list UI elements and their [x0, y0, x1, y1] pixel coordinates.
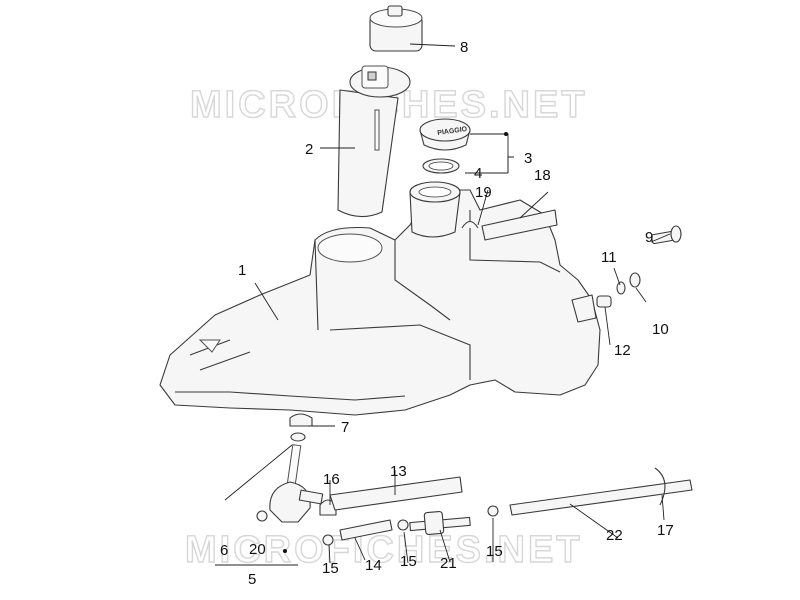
callout-20: 20: [249, 541, 266, 558]
callout-8: 8: [460, 39, 468, 56]
part-16-clamp: [319, 499, 337, 516]
callout-22: 22: [606, 527, 623, 544]
part-17-retaining-clip: [654, 467, 666, 506]
leader-lines: [215, 43, 671, 566]
part-13-fuel-hose: [329, 476, 463, 511]
callout-2: 2: [305, 141, 313, 158]
tank-filler-neck: [409, 181, 461, 238]
callout-15-c: 15: [486, 543, 503, 560]
part-15-clamp-b: [397, 519, 409, 531]
part-18-vent-hose: [481, 209, 558, 241]
callout-19: 19: [475, 184, 492, 201]
part-20-nut: [256, 510, 268, 522]
part-22-long-fuel-line: [509, 479, 693, 516]
callout-4: 4: [474, 165, 482, 182]
part-3-fuel-cap: PIAGGIO: [419, 118, 471, 151]
part-6-o-ring: [290, 432, 306, 442]
part-11-washer: [616, 281, 626, 295]
callout-18: 18: [534, 167, 551, 184]
callout-3: 3: [524, 150, 532, 167]
part-15-clamp-c: [487, 505, 499, 517]
callout-17: 17: [657, 522, 674, 539]
callout-6: 6: [220, 542, 228, 559]
part-2-filler-tube: [337, 65, 411, 218]
callout-5: 5: [248, 571, 256, 588]
part-15-clamp-a: [322, 534, 334, 546]
part-8-filler-cap: [369, 5, 423, 52]
callout-15-b: 15: [400, 553, 417, 570]
callout-1: 1: [238, 262, 246, 279]
part-12-spacer: [596, 295, 612, 308]
part-19-clamp: [461, 220, 479, 229]
part-7-clamp: [289, 413, 313, 427]
callout-12: 12: [614, 342, 631, 359]
callout-14: 14: [365, 557, 382, 574]
cap-brand-label: PIAGGIO: [437, 126, 468, 137]
callout-7: 7: [341, 419, 349, 436]
callout-9: 9: [645, 229, 653, 246]
callout-13: 13: [390, 463, 407, 480]
callout-15-a: 15: [322, 560, 339, 577]
part-9-screw: [651, 225, 682, 245]
part-5-fuel-tap: [269, 444, 324, 523]
part-14-fuel-line: [339, 519, 393, 541]
watermark-bottom: MICROFICHES.NET: [185, 529, 583, 571]
callout-10: 10: [652, 321, 669, 338]
callout-16: 16: [323, 471, 340, 488]
part-21-fuel-filter: [409, 510, 471, 536]
part-1-fuel-tank: [159, 189, 601, 416]
tank-mount-bracket: [571, 294, 597, 323]
callout-21: 21: [440, 555, 457, 572]
part-10-washer: [629, 272, 641, 288]
callout-11: 11: [601, 249, 617, 266]
